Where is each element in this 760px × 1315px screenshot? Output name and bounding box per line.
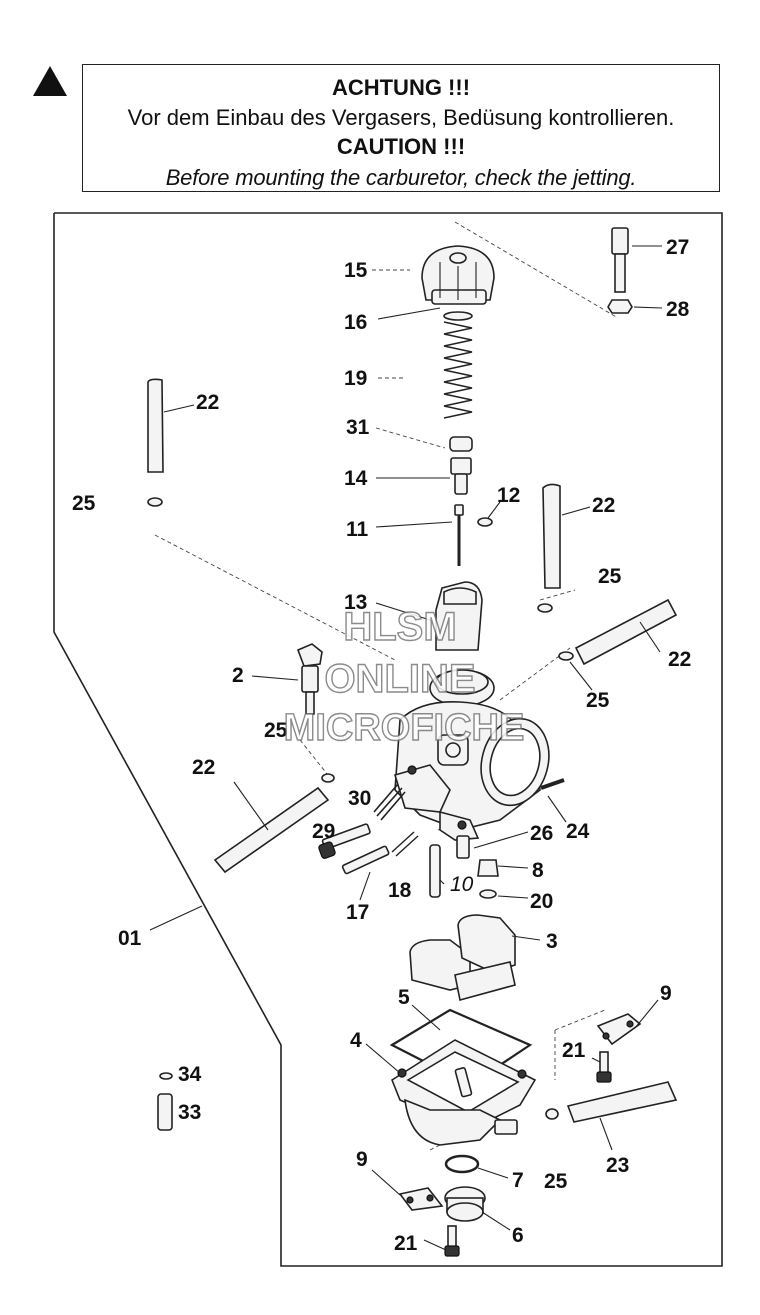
carb-cap-part xyxy=(421,245,495,305)
jets-and-screws xyxy=(318,783,499,899)
watermark: HLSM ONLINE MICROFICHE xyxy=(283,604,525,749)
callout-33: 33 xyxy=(178,1101,201,1124)
callout-26: 26 xyxy=(530,822,553,845)
callout-7: 7 xyxy=(512,1169,524,1192)
notice-heading-de: ACHTUNG !!! xyxy=(331,75,471,100)
callout-11: 11 xyxy=(346,518,369,541)
callout-25-middle: 25 xyxy=(264,719,288,742)
callout-22-left: 22 xyxy=(196,391,219,414)
callout-22-right: 22 xyxy=(668,648,691,671)
callout-18: 18 xyxy=(388,879,412,902)
callout-15: 15 xyxy=(344,259,368,282)
callout-25-right: 25 xyxy=(586,689,610,712)
notice-text-en: Before mounting the carburetor, check th… xyxy=(165,165,637,190)
callout-01: 01 xyxy=(118,927,142,950)
float-part xyxy=(409,914,516,1001)
callout-9-left: 9 xyxy=(356,1148,368,1171)
callout-9-right: 9 xyxy=(660,982,672,1005)
callout-10: 10 xyxy=(450,873,474,896)
hoses xyxy=(147,378,678,1123)
callout-21-top: 21 xyxy=(562,1039,586,1062)
warning-triangle-icon xyxy=(33,66,67,96)
callout-30: 30 xyxy=(348,787,371,810)
watermark-line3: MICROFICHE xyxy=(284,707,525,749)
callout-22-right-top: 22 xyxy=(592,494,615,517)
callout-17: 17 xyxy=(346,901,369,924)
callout-24: 24 xyxy=(566,820,590,843)
callout-29: 29 xyxy=(312,820,335,843)
float-bowl-part xyxy=(389,1008,537,1146)
callout-13: 13 xyxy=(344,591,367,614)
callout-2: 2 xyxy=(232,664,244,687)
needle-parts xyxy=(449,436,493,566)
callout-19: 19 xyxy=(344,367,367,390)
callout-25-right-top: 25 xyxy=(598,565,622,588)
callout-27: 27 xyxy=(666,236,689,259)
callout-8: 8 xyxy=(532,859,544,882)
callout-3: 3 xyxy=(546,930,558,953)
callout-31: 31 xyxy=(346,416,370,439)
callout-6: 6 xyxy=(512,1224,524,1247)
callout-25-bottom: 25 xyxy=(544,1170,568,1193)
callout-34: 34 xyxy=(178,1063,202,1086)
callout-12: 12 xyxy=(497,484,520,507)
callout-23: 23 xyxy=(606,1154,629,1177)
callout-16: 16 xyxy=(344,311,367,334)
bracket-parts xyxy=(398,1013,642,1257)
callout-22-bottom: 22 xyxy=(192,756,215,779)
air-screw-part xyxy=(296,643,323,715)
callout-numbers: 15 16 19 31 14 11 12 13 27 28 22 22 22 2… xyxy=(72,236,691,1255)
callout-25-left: 25 xyxy=(72,492,96,515)
leader-lines xyxy=(149,245,663,1251)
hose-clamps xyxy=(147,497,574,1120)
spare-jet-parts xyxy=(157,1072,173,1131)
watermark-line1: HLSM xyxy=(343,605,456,649)
caution-notice: ACHTUNG !!! Vor dem Einbau des Vergasers… xyxy=(82,64,720,192)
watermark-line2: ONLINE xyxy=(324,657,475,701)
notice-heading-en: CAUTION !!! xyxy=(336,134,466,159)
callout-5: 5 xyxy=(398,986,410,1009)
notice-text-de: Vor dem Einbau des Vergasers, Bedüsung k… xyxy=(127,105,675,130)
diagram-frame xyxy=(53,212,723,1267)
callout-28: 28 xyxy=(666,298,690,321)
cable-adjuster-part xyxy=(607,227,633,314)
callout-20: 20 xyxy=(530,890,553,913)
callout-4: 4 xyxy=(350,1029,362,1052)
callout-21-bottom: 21 xyxy=(394,1232,418,1255)
throttle-slide-part xyxy=(435,581,483,651)
drain-plug-part xyxy=(444,1154,486,1222)
callout-14: 14 xyxy=(344,467,368,490)
throttle-spring-part xyxy=(443,311,473,419)
carburetor-body-part xyxy=(393,669,550,841)
